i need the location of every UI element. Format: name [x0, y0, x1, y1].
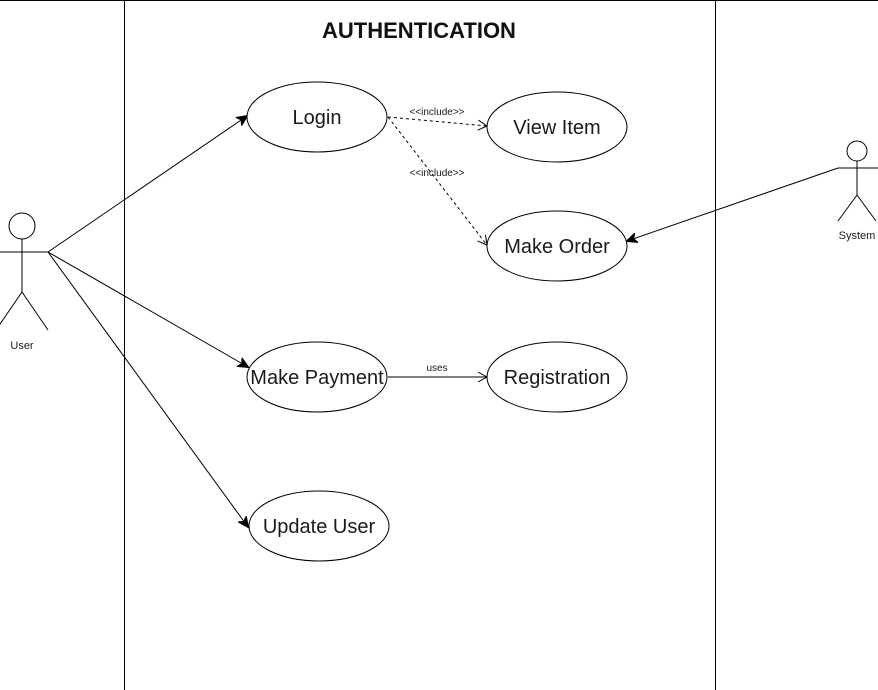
use-case-registration-label: Registration [504, 367, 611, 389]
use-case-make-payment[interactable]: Make Payment [246, 341, 388, 413]
actor-system-head-icon [846, 140, 868, 162]
use-case-update-user[interactable]: Update User [248, 490, 390, 562]
use-case-view-item-label: View Item [513, 117, 600, 139]
system-boundary [124, 0, 716, 690]
use-case-update-user-label: Update User [263, 516, 376, 538]
include-label-view-item: <<include>> [409, 107, 464, 118]
use-case-make-payment-label: Make Payment [250, 367, 384, 389]
assoc-user-update-user [47, 251, 248, 527]
system-title: AUTHENTICATION [322, 18, 516, 43]
include-login-view-item [387, 116, 489, 131]
include-login-make-order [387, 116, 488, 246]
use-case-login[interactable]: Login [246, 81, 388, 153]
actor-user[interactable]: User [0, 212, 49, 352]
use-case-view-item[interactable]: View Item [486, 91, 628, 163]
actor-user-label: User [10, 340, 34, 352]
assoc-system-make-order [627, 167, 839, 241]
actor-system[interactable]: System [837, 140, 878, 242]
use-case-make-order-label: Make Order [504, 236, 610, 258]
include-label-make-order: <<include>> [409, 168, 464, 179]
use-case-make-order[interactable]: Make Order [486, 210, 628, 282]
assoc-user-make-payment [47, 251, 248, 367]
assoc-user-login [47, 116, 247, 253]
use-case-login-label: Login [293, 107, 342, 129]
use-case-registration[interactable]: Registration [486, 341, 628, 413]
actor-user-head-icon [8, 212, 36, 240]
actor-system-label: System [839, 230, 876, 242]
uses-label: uses [426, 363, 447, 374]
